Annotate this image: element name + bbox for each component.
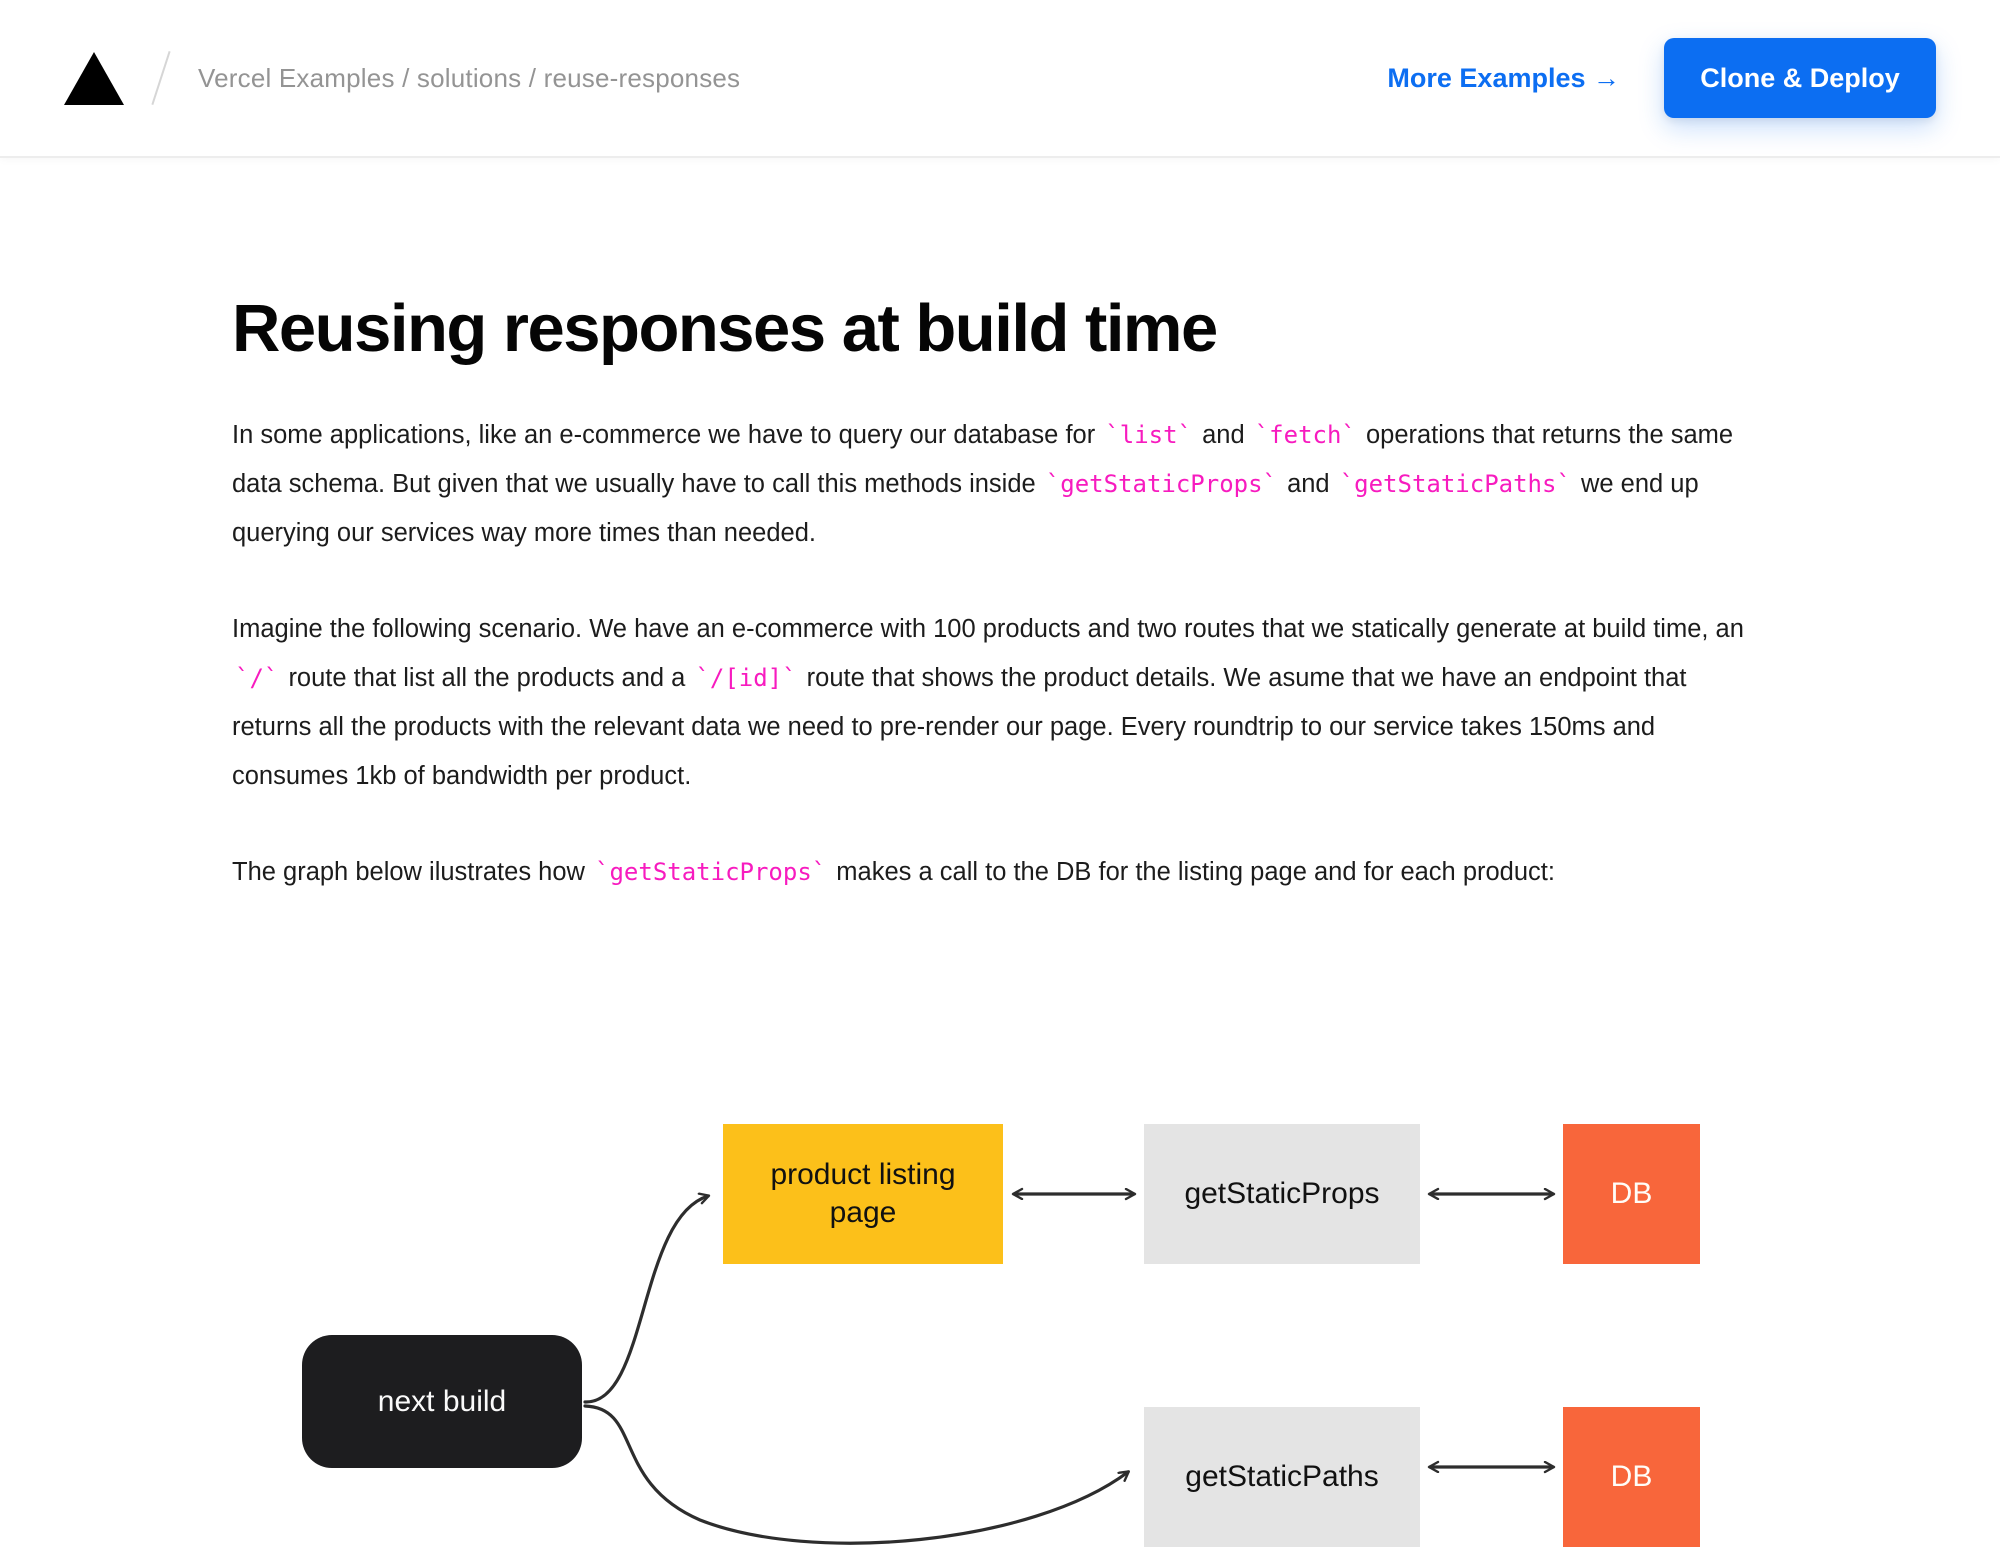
inline-code: `getStaticProps` (595, 858, 827, 886)
page-title: Reusing responses at build time (232, 291, 1218, 366)
vercel-logo-icon[interactable] (64, 51, 124, 105)
diagram-node-label: getStaticProps (1184, 1177, 1380, 1210)
diagram-node-label: DB (1610, 1177, 1653, 1210)
breadcrumb-slash-divider (151, 51, 171, 105)
diagram-node-get-static-paths: getStaticPaths (1144, 1407, 1420, 1547)
inline-code: `getStaticPaths` (1339, 470, 1571, 498)
diagram: next build product listing page getStati… (0, 1030, 2000, 1547)
clone-deploy-button[interactable]: Clone & Deploy (1664, 38, 1936, 118)
diagram-node-label: next build (377, 1384, 507, 1418)
arrow-nextbuild-to-getstaticpaths (583, 1404, 1128, 1545)
breadcrumb[interactable]: Vercel Examples / solutions / reuse-resp… (198, 62, 741, 93)
paragraph-intro: In some applications, like an e-commerce… (232, 421, 1734, 547)
diagram-node-product-listing-page: product listing page (723, 1124, 1003, 1264)
arrow-nextbuild-to-listing (583, 1196, 708, 1404)
inline-code: `/[id]` (695, 664, 797, 692)
header: Vercel Examples / solutions / reuse-resp… (0, 0, 2000, 158)
diagram-arrows (583, 1030, 2000, 1545)
diagram-node-label: DB (1610, 1460, 1653, 1493)
paragraph-graph-caption: The graph below ilustrates how `getStati… (232, 858, 1555, 886)
inline-code: `list` (1105, 421, 1192, 449)
diagram-node-db-bottom: DB (1563, 1407, 1700, 1547)
paragraph-scenario: Imagine the following scenario. We have … (232, 615, 1744, 790)
diagram-node-label: getStaticPaths (1185, 1460, 1379, 1493)
diagram-node-get-static-props: getStaticProps (1144, 1124, 1420, 1264)
diagram-node-label: product listing page (770, 1158, 956, 1229)
inline-code: `getStaticProps` (1045, 470, 1277, 498)
diagram-node-db-top: DB (1563, 1124, 1700, 1264)
diagram-node-next-build: next build (302, 1335, 582, 1468)
more-examples-link[interactable]: More Examples → (1387, 62, 1620, 93)
article: Reusing responses at build time In some … (0, 158, 2000, 944)
inline-code: `/` (235, 664, 279, 692)
inline-code: `fetch` (1254, 421, 1356, 449)
